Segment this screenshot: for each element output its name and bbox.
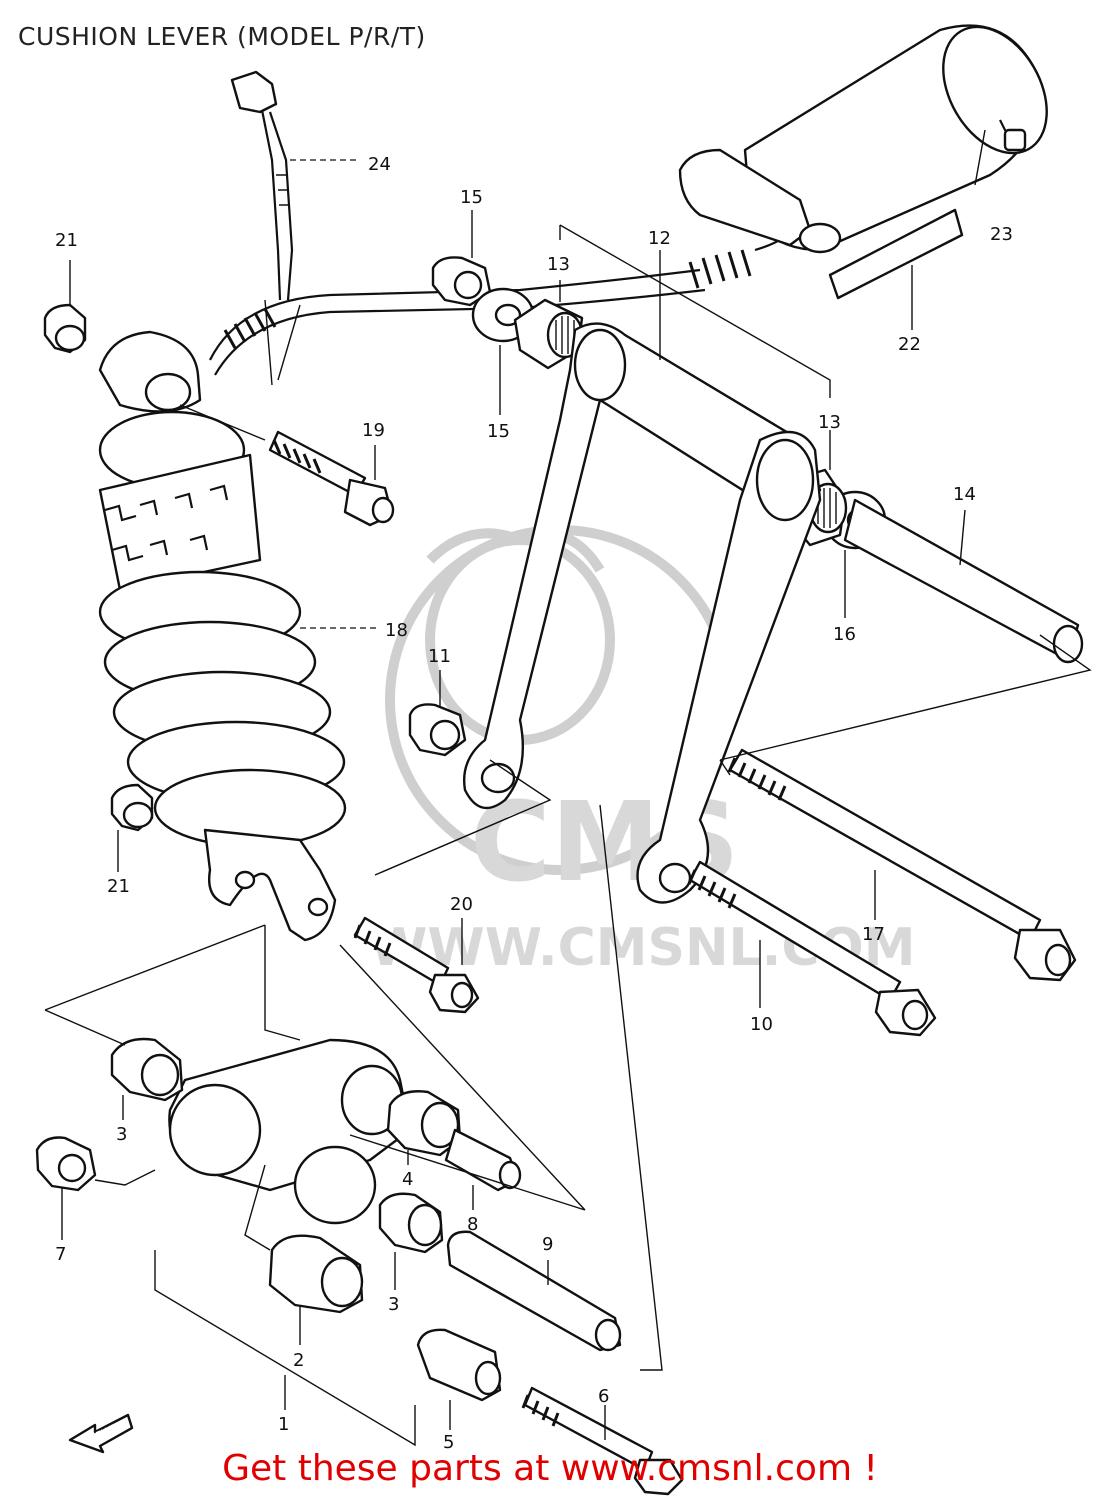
part-11-nut: [408, 703, 467, 757]
part-9-spacer: [446, 1230, 622, 1352]
callout-6: 6: [598, 1386, 609, 1407]
callout-5: 5: [443, 1432, 454, 1453]
callout-16: 17: [862, 924, 885, 945]
callout-14: 14: [953, 484, 976, 505]
part-4-bearing: [386, 1090, 462, 1157]
part-6-bolt: [521, 1386, 684, 1496]
diagram-title: CUSHION LEVER (MODEL P/R/T): [18, 22, 426, 51]
part-24-cable-clamp: [230, 70, 294, 301]
part-17-nut: [431, 256, 492, 307]
callout-21-lower: 21: [107, 876, 130, 897]
callout-1: 1: [278, 1414, 289, 1435]
callout-15-upper: 15: [487, 421, 510, 442]
part-7-nut: [35, 1136, 97, 1192]
callout-leaders: [61, 129, 986, 1440]
callout-17: 15: [460, 187, 483, 208]
part-22-pad: [828, 208, 964, 300]
fwd-arrow: FWD: [68, 1413, 134, 1454]
callout-7: 7: [55, 1244, 66, 1265]
callout-2: 2: [293, 1350, 304, 1371]
part-3-bearing-left: [110, 1037, 184, 1102]
callout-13-lower: 13: [818, 412, 841, 433]
callout-18: 18: [385, 620, 408, 641]
callout-24: 24: [368, 154, 391, 175]
callout-3-upper: 3: [116, 1124, 127, 1145]
part-16-long-bolt: [727, 748, 1077, 982]
callout-10: 10: [750, 1014, 773, 1035]
callout-numbers: 24 21 15 13 12 15 19 13 14 16 23 22 18 1…: [55, 154, 1013, 1453]
part-3-bearing-lower: [378, 1192, 444, 1254]
part-19-bolt: [268, 430, 395, 527]
part-2-bearing: [268, 1234, 364, 1314]
part-5-spacer: [416, 1328, 502, 1402]
callout-12: 12: [648, 228, 671, 249]
part-23-reservoir: [678, 24, 1048, 254]
callout-22: 22: [898, 334, 921, 355]
callout-3-lower: 3: [388, 1294, 399, 1315]
callout-15-lower: 16: [833, 624, 856, 645]
callout-21-upper: 21: [55, 230, 78, 251]
callout-9: 9: [542, 1234, 553, 1255]
callout-11: 11: [428, 646, 451, 667]
part-14-shaft: [843, 498, 1084, 664]
callout-8: 8: [467, 1214, 478, 1235]
assembly-lines: [44, 224, 1092, 1447]
part-20-bolt: [353, 916, 480, 1014]
part-21-nut-lower: [110, 783, 154, 832]
callout-20: 20: [450, 894, 473, 915]
promo-banner-link[interactable]: Get these parts at www.cmsnl.com !: [222, 1448, 878, 1489]
part-10-bolt: [687, 860, 937, 1037]
part-18-shock-absorber: [98, 330, 347, 942]
callout-23: 23: [990, 224, 1013, 245]
part-12-cushion-lever: [463, 322, 822, 904]
callout-13-upper: 13: [547, 254, 570, 275]
watermark-helmet: [426, 528, 605, 573]
part-8-spacer: [444, 1128, 522, 1192]
callout-4: 4: [402, 1169, 413, 1190]
part-1-cushion-rod: [168, 1038, 412, 1225]
part-21-nut-upper: [43, 303, 87, 354]
callout-19: 19: [362, 420, 385, 441]
